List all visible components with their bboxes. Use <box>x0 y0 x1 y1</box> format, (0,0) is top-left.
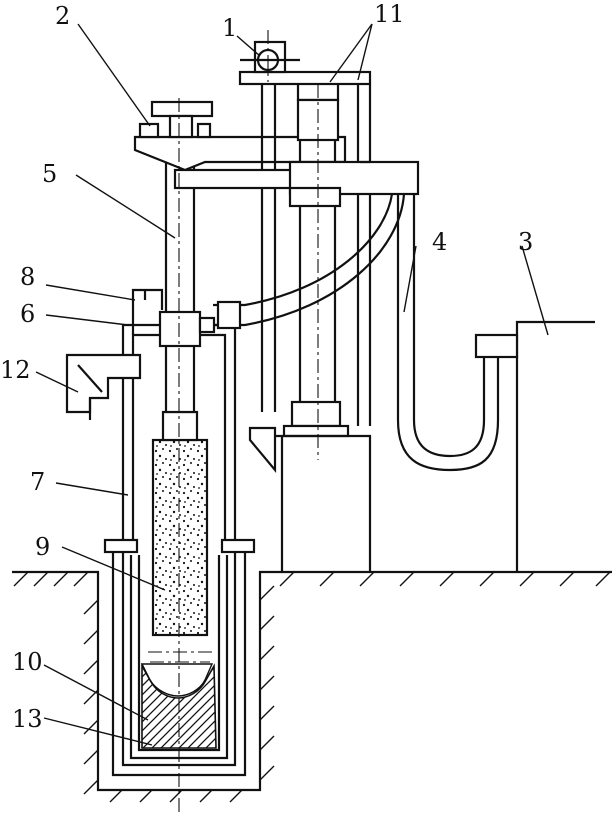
power-supply <box>474 320 595 572</box>
label-2: 2 <box>55 2 70 30</box>
label-8: 8 <box>20 263 35 291</box>
furnace-body <box>103 288 256 554</box>
label-4: 4 <box>432 228 447 256</box>
label-7: 7 <box>30 468 45 496</box>
part-labels: 1 2 11 5 4 3 8 6 12 7 9 10 13 <box>0 0 533 733</box>
label-3: 3 <box>518 228 533 256</box>
vacuum-port <box>65 353 142 420</box>
electrode-rod <box>158 148 216 414</box>
label-12: 12 <box>0 356 31 384</box>
center-lines <box>178 30 319 815</box>
label-13: 13 <box>12 705 43 733</box>
consumable-electrode <box>151 410 209 637</box>
leader-lines <box>35 23 549 746</box>
label-11: 11 <box>374 0 405 28</box>
column-base <box>248 426 372 572</box>
ground <box>12 570 612 803</box>
ground-hatching <box>13 571 611 803</box>
label-9: 9 <box>35 533 50 561</box>
label-1: 1 <box>222 14 237 42</box>
label-5: 5 <box>42 160 57 188</box>
cable-hose <box>213 193 500 472</box>
label-6: 6 <box>20 300 35 328</box>
label-10: 10 <box>12 648 43 676</box>
column <box>173 40 420 438</box>
